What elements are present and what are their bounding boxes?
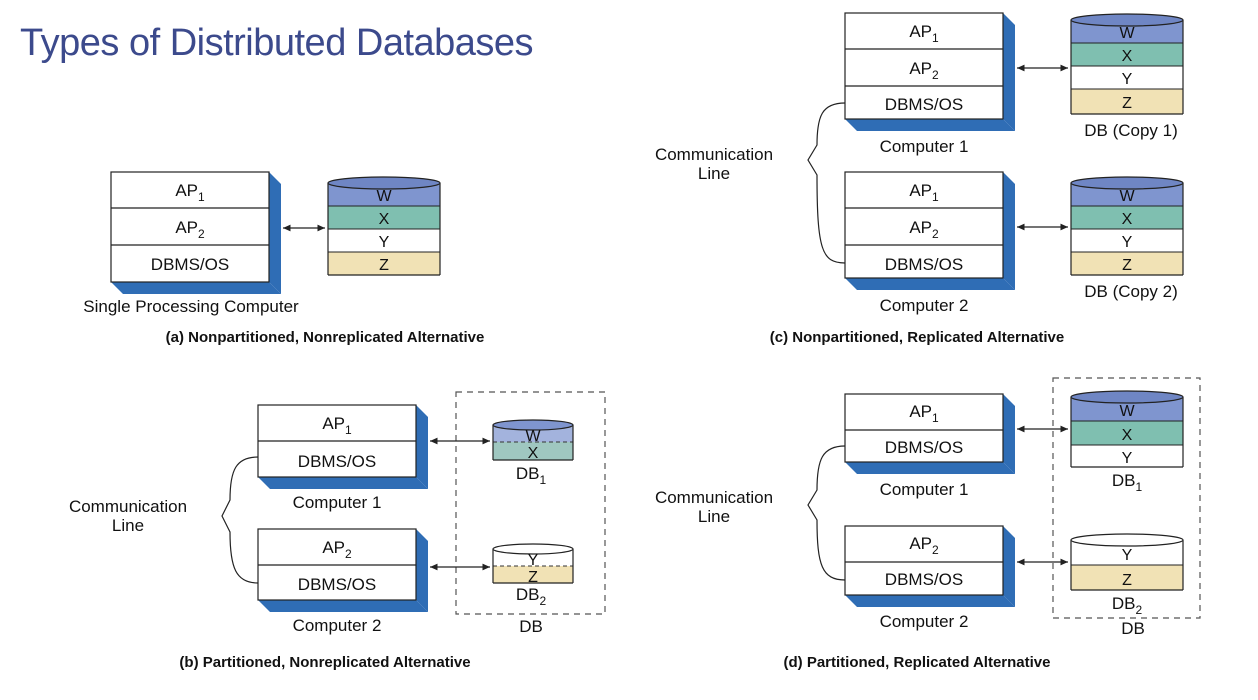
db1-label: DB1 — [1112, 471, 1143, 494]
db2-cylinder: Y Z — [1070, 533, 1184, 591]
db2-cylinder: Y Z — [492, 543, 574, 586]
svg-text:Z: Z — [1122, 257, 1132, 274]
computer1-label: Computer 1 — [880, 137, 969, 156]
computer2-box: AP2 DBMS/OS — [257, 528, 428, 612]
svg-text:Z: Z — [528, 569, 538, 586]
svg-text:DBMS/OS: DBMS/OS — [885, 438, 963, 457]
computer2-box: AP1 AP2 DBMS/OS — [844, 171, 1015, 290]
db-group-label: DB — [1121, 619, 1145, 638]
db-group-label: DB — [519, 617, 543, 636]
svg-text:AP1: AP1 — [909, 181, 939, 204]
communication-line — [807, 445, 846, 581]
db-copy1-cylinder: W X Y Z — [1070, 13, 1184, 115]
svg-text:Z: Z — [379, 257, 389, 274]
computer2-label: Computer 2 — [880, 296, 969, 315]
single-computer-label: Single Processing Computer — [83, 297, 299, 316]
computer1-label: Computer 1 — [880, 480, 969, 499]
svg-text:DBMS/OS: DBMS/OS — [885, 255, 963, 274]
communication-line — [807, 102, 846, 264]
svg-text:Y: Y — [528, 552, 539, 569]
ap2-label: AP2 — [175, 218, 205, 241]
svg-text:Z: Z — [1122, 572, 1132, 589]
svg-text:AP2: AP2 — [909, 218, 939, 241]
page-title: Types of Distributed Databases — [20, 22, 534, 64]
db2-label: DB2 — [516, 585, 547, 608]
svg-text:Y: Y — [1122, 71, 1133, 88]
svg-text:DBMS/OS: DBMS/OS — [885, 95, 963, 114]
panel-a: AP1 AP2 DBMS/OS W X Y Z Single Processin… — [83, 171, 485, 346]
svg-text:X: X — [1122, 48, 1133, 65]
svg-text:AP2: AP2 — [909, 534, 939, 557]
svg-text:W: W — [525, 428, 541, 445]
comm-label-2: Line — [112, 516, 144, 535]
db-group-box — [455, 391, 606, 615]
db-copy1-label: DB (Copy 1) — [1084, 121, 1178, 140]
db-group-box — [1052, 377, 1201, 619]
svg-text:DBMS/OS: DBMS/OS — [298, 575, 376, 594]
single-computer-box: AP1 AP2 DBMS/OS — [110, 171, 281, 294]
svg-text:W: W — [376, 188, 392, 205]
svg-text:Y: Y — [1122, 234, 1133, 251]
svg-text:W: W — [1119, 25, 1135, 42]
comm-label-2: Line — [698, 507, 730, 526]
database-cylinder: W X Y Z — [327, 176, 441, 276]
svg-text:AP1: AP1 — [909, 22, 939, 45]
db-copy2-cylinder: W X Y Z — [1070, 176, 1184, 276]
db1-cylinder: W X — [492, 419, 574, 462]
svg-text:AP2: AP2 — [322, 538, 352, 561]
panel-d: AP1 DBMS/OS Computer 1 AP2 DBMS/OS Compu… — [655, 377, 1201, 671]
svg-text:Y: Y — [379, 234, 390, 251]
caption-b: (b) Partitioned, Nonreplicated Alternati… — [179, 654, 470, 671]
comm-label-1: Communication — [69, 497, 187, 516]
db1-cylinder: W X Y — [1070, 390, 1184, 468]
db-copy2-label: DB (Copy 2) — [1084, 282, 1178, 301]
db1-label: DB1 — [516, 464, 547, 487]
db2-label: DB2 — [1112, 594, 1143, 617]
communication-line — [221, 456, 259, 584]
svg-text:AP1: AP1 — [322, 414, 352, 437]
svg-text:Z: Z — [1122, 95, 1132, 112]
svg-text:Y: Y — [1122, 547, 1133, 564]
svg-text:AP1: AP1 — [909, 402, 939, 425]
svg-text:AP2: AP2 — [909, 59, 939, 82]
svg-text:X: X — [1122, 427, 1133, 444]
computer1-box: AP1 AP2 DBMS/OS — [844, 12, 1015, 131]
dbms-label: DBMS/OS — [151, 255, 229, 274]
svg-text:X: X — [528, 445, 539, 462]
computer1-label: Computer 1 — [293, 493, 382, 512]
comm-label-2: Line — [698, 164, 730, 183]
caption-a: (a) Nonpartitioned, Nonreplicated Altern… — [166, 329, 485, 346]
svg-text:DBMS/OS: DBMS/OS — [885, 570, 963, 589]
svg-text:W: W — [1119, 188, 1135, 205]
svg-text:Y: Y — [1122, 450, 1133, 467]
computer2-label: Computer 2 — [880, 612, 969, 631]
computer2-box: AP2 DBMS/OS — [844, 525, 1015, 607]
computer1-box: AP1 DBMS/OS — [844, 393, 1015, 474]
panel-b: AP1 DBMS/OS Computer 1 AP2 DBMS/OS Compu… — [69, 391, 606, 671]
svg-text:X: X — [379, 211, 390, 228]
svg-text:W: W — [1119, 403, 1135, 420]
caption-c: (c) Nonpartitioned, Replicated Alternati… — [770, 329, 1065, 346]
comm-label-1: Communication — [655, 488, 773, 507]
computer2-label: Computer 2 — [293, 616, 382, 635]
svg-text:DBMS/OS: DBMS/OS — [298, 452, 376, 471]
computer1-box: AP1 DBMS/OS — [257, 404, 428, 489]
panel-c: AP1 AP2 DBMS/OS Computer 1 AP1 AP2 DBMS/… — [655, 12, 1184, 346]
caption-d: (d) Partitioned, Replicated Alternative — [784, 654, 1051, 671]
ap1-label: AP1 — [175, 181, 205, 204]
comm-label-1: Communication — [655, 145, 773, 164]
svg-text:X: X — [1122, 211, 1133, 228]
